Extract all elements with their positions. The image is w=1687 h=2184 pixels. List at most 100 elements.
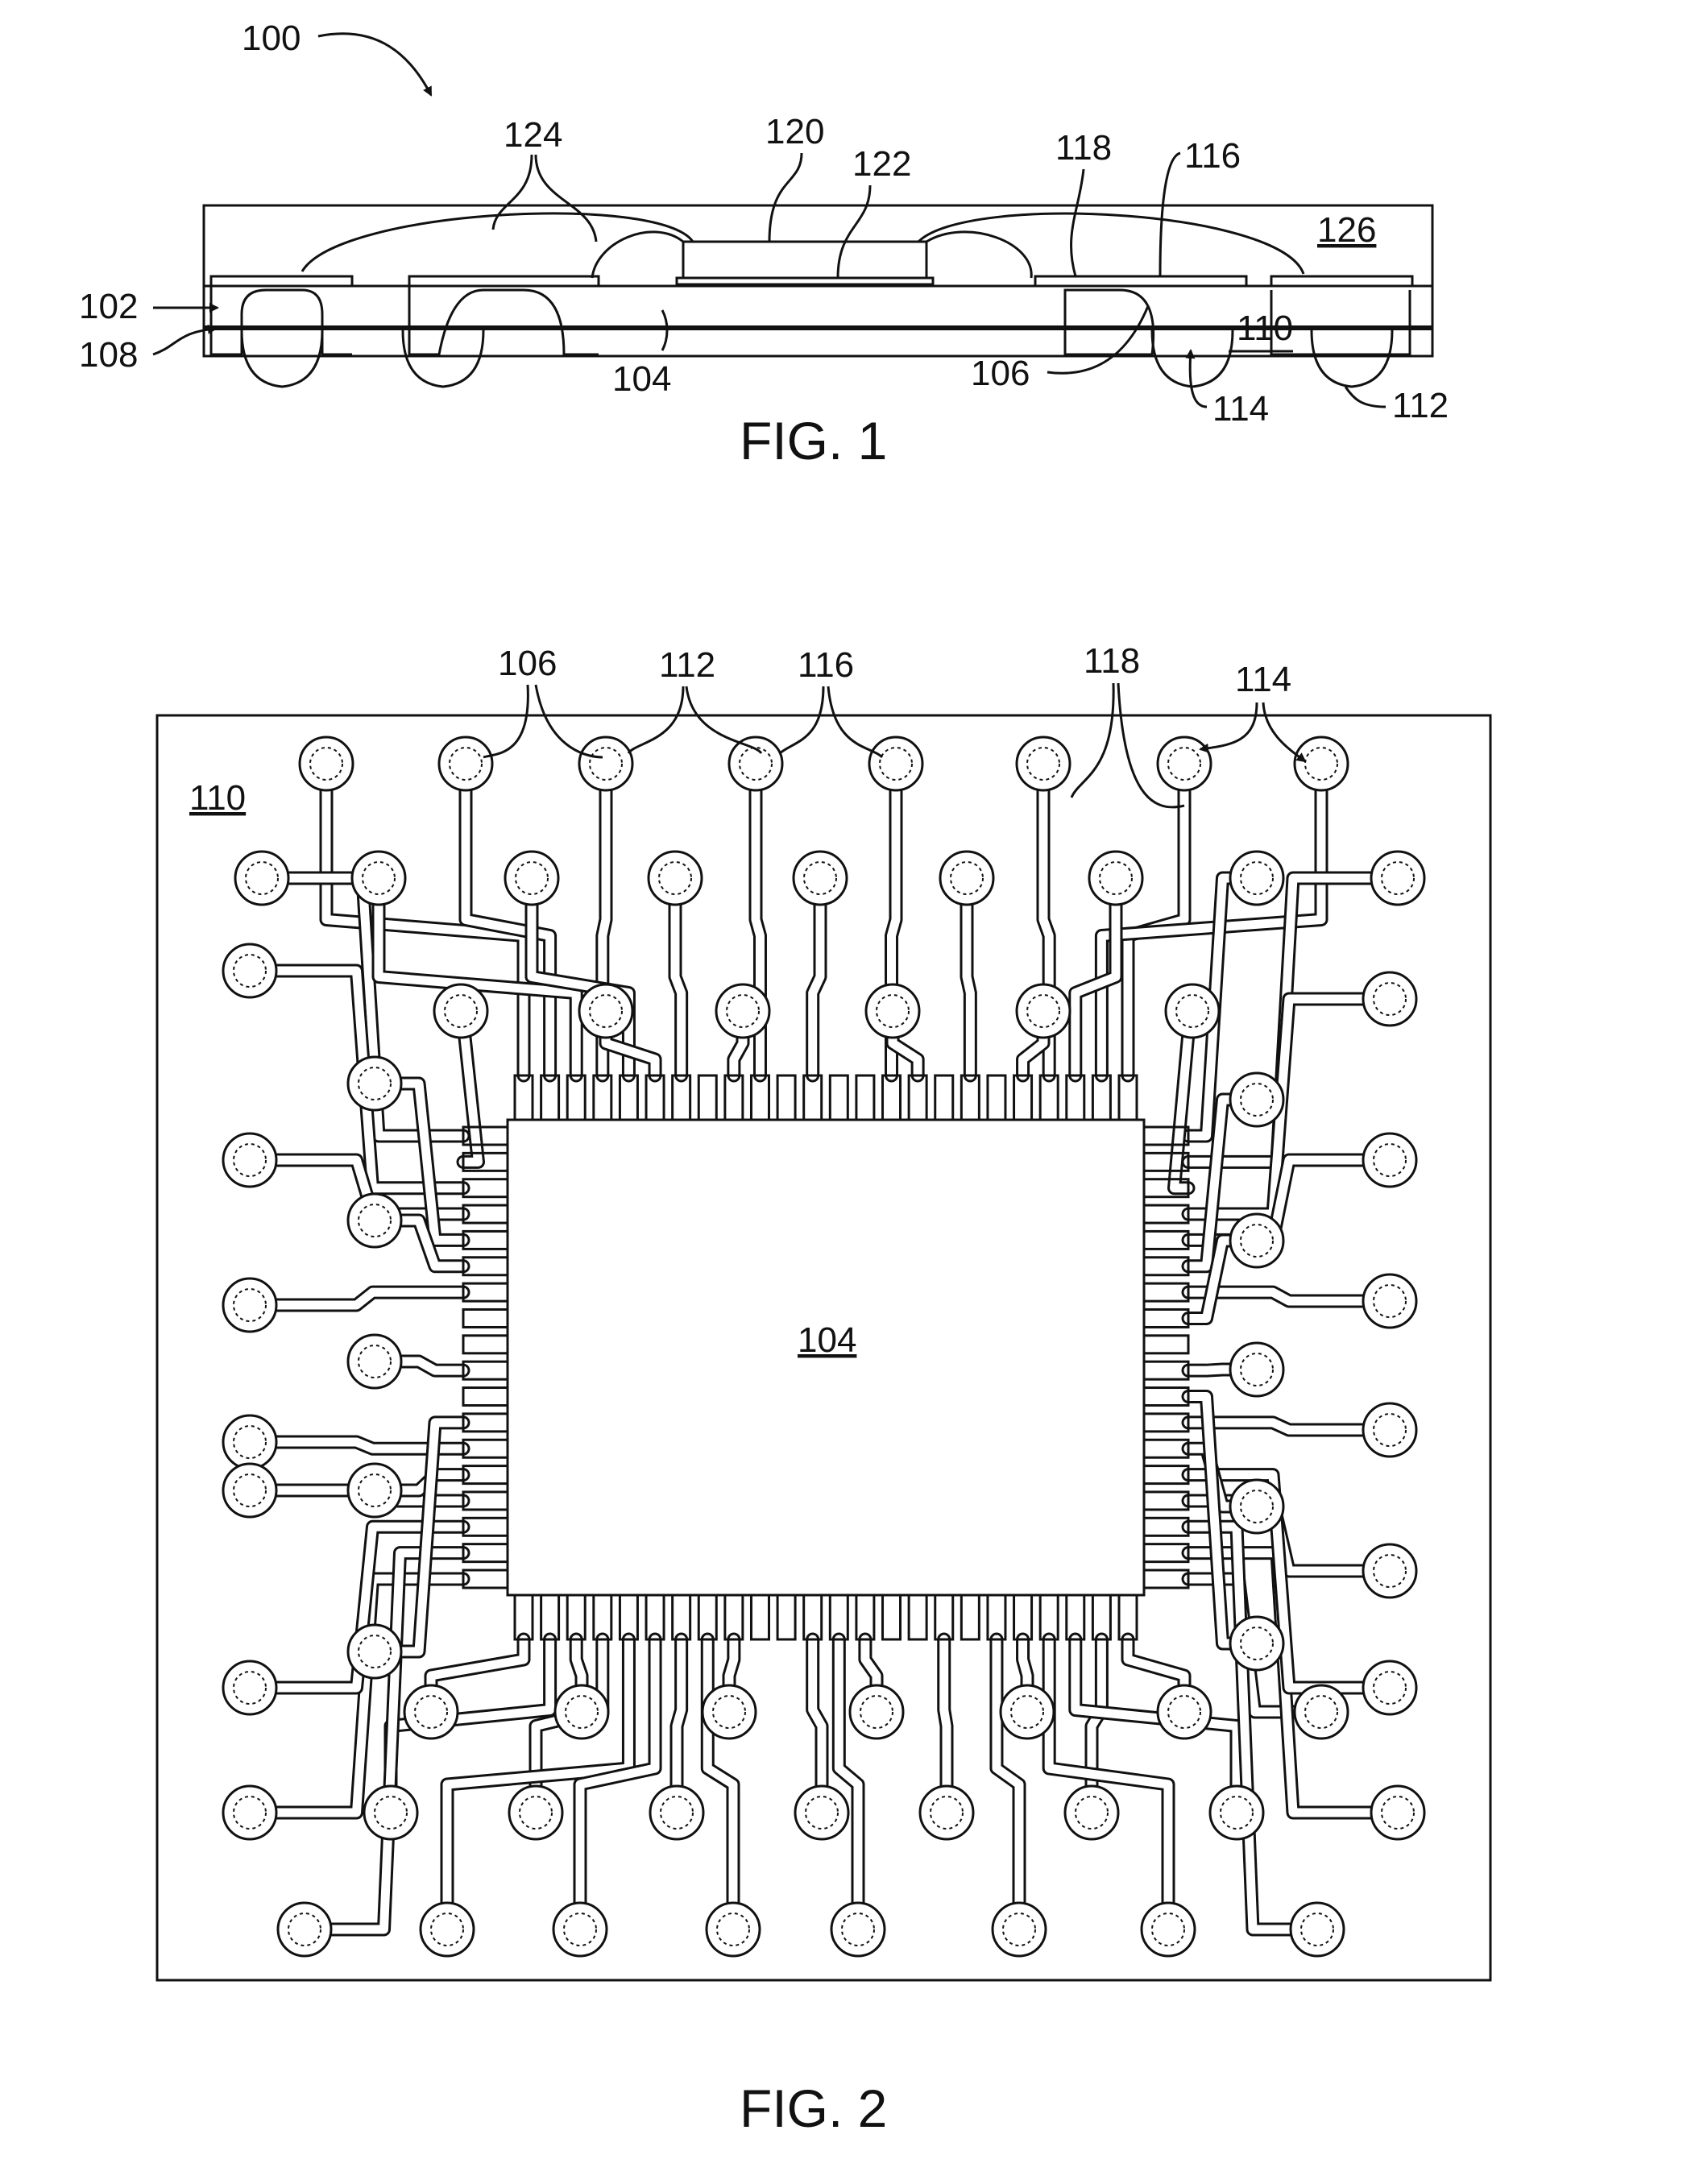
- lead-finger: [463, 1388, 508, 1406]
- pad-114: [223, 1278, 276, 1332]
- pad-114: [850, 1685, 903, 1738]
- lead-finger: [856, 1075, 874, 1120]
- lead-finger: [988, 1075, 1005, 1120]
- lead-finger: [777, 1075, 795, 1120]
- label-114-fig2: 114: [1235, 660, 1291, 699]
- lead-finger: [751, 1595, 769, 1639]
- pad-114: [1363, 1133, 1416, 1187]
- pad-114: [1210, 1786, 1263, 1839]
- lead-finger: [883, 1595, 901, 1639]
- label-126: 126: [1317, 210, 1376, 250]
- pad-114: [223, 1464, 276, 1517]
- pad-114: [505, 852, 558, 905]
- solder-balls-112: [242, 330, 1392, 387]
- pad-114: [348, 1335, 401, 1388]
- fig1-caption: FIG. 1: [740, 411, 887, 470]
- lead-finger: [463, 1309, 508, 1327]
- label-106-fig2: 106: [498, 644, 557, 683]
- pad-114: [348, 1625, 401, 1678]
- trace-118-fill: [967, 878, 970, 1075]
- label-108: 108: [79, 335, 138, 375]
- lead-finger: [830, 1075, 848, 1120]
- pad-114: [1363, 1661, 1416, 1714]
- pad-114: [223, 1415, 276, 1469]
- pad-114: [434, 984, 487, 1038]
- pad-114: [223, 1786, 276, 1839]
- lead-finger: [777, 1595, 795, 1639]
- label-110-fig1: 110: [1237, 309, 1293, 348]
- label-116-fig2: 116: [798, 645, 854, 685]
- pad-114: [707, 1903, 760, 1956]
- label-102: 102: [79, 287, 138, 326]
- pad-114: [278, 1903, 331, 1956]
- pad-114: [348, 1194, 401, 1247]
- pad-114: [1230, 1073, 1283, 1126]
- pad-114: [1001, 1685, 1054, 1738]
- pad-114: [1158, 737, 1211, 790]
- pad-114: [1158, 1685, 1211, 1738]
- pad-114: [703, 1685, 756, 1738]
- pad-114: [300, 737, 353, 790]
- pad-114: [421, 1903, 474, 1956]
- pad-114: [1230, 1343, 1283, 1396]
- pad-114: [650, 1786, 703, 1839]
- pad-114: [1017, 737, 1070, 790]
- pad-114: [223, 1661, 276, 1714]
- pad-114: [1295, 1685, 1348, 1738]
- lead-finger: [935, 1075, 953, 1120]
- bond-wire-124-right-outer: [918, 213, 1304, 274]
- label-124: 124: [504, 115, 562, 155]
- lead-finger: [1144, 1336, 1188, 1353]
- label-118: 118: [1055, 128, 1112, 168]
- pad-114: [795, 1786, 848, 1839]
- pad-114: [940, 852, 993, 905]
- label-104-fig2: 104: [798, 1320, 856, 1360]
- pad-114: [1291, 1903, 1344, 1956]
- bond-wire-124-left-inner: [592, 232, 683, 278]
- label-100: 100: [242, 19, 301, 58]
- label-122: 122: [852, 144, 911, 184]
- pad-114: [1230, 1214, 1283, 1267]
- fig2-caption: FIG. 2: [740, 2078, 887, 2138]
- pad-114: [348, 1464, 401, 1517]
- label-104-fig1: 104: [612, 359, 671, 399]
- pad-114: [1371, 1786, 1424, 1839]
- pad-114: [1166, 984, 1219, 1038]
- pad-114: [649, 852, 702, 905]
- pad-114: [223, 1133, 276, 1187]
- lead-finger: [463, 1336, 508, 1353]
- pad-114: [555, 1685, 608, 1738]
- pad-114: [509, 1786, 562, 1839]
- pad-114: [1371, 852, 1424, 905]
- pad-114: [1363, 1403, 1416, 1457]
- label-120: 120: [765, 112, 824, 151]
- pad-114: [1017, 984, 1070, 1038]
- pad-114: [1363, 972, 1416, 1026]
- label-114-fig1: 114: [1212, 389, 1269, 429]
- lead-plate-left-1: [211, 276, 352, 286]
- trace-118-fill: [375, 1423, 463, 1651]
- pad-114: [364, 1786, 417, 1839]
- pad-114: [920, 1786, 973, 1839]
- pad-114: [579, 737, 632, 790]
- pad-114: [869, 737, 922, 790]
- pad-114: [831, 1903, 885, 1956]
- label-112-fig2: 112: [659, 645, 715, 685]
- pad-114: [729, 737, 782, 790]
- lead-finger: [961, 1595, 979, 1639]
- figure-1-cross-section: 100 124 120 122 118 116 126 102 108 104 …: [79, 19, 1449, 470]
- pad-114: [1065, 1786, 1118, 1839]
- lead-plate-right-1: [1035, 276, 1246, 286]
- lead-finger: [698, 1075, 716, 1120]
- lead-plate-right-2: [1271, 276, 1412, 286]
- bond-wire-124-right-inner: [926, 232, 1031, 278]
- pad-114: [1230, 1480, 1283, 1533]
- trace-118-fill: [1049, 1639, 1168, 1929]
- pad-114: [1142, 1903, 1195, 1956]
- pad-114: [1089, 852, 1142, 905]
- pad-114: [1363, 1274, 1416, 1328]
- pad-114: [1230, 852, 1283, 905]
- die-120: [683, 242, 926, 278]
- pad-114: [1363, 1544, 1416, 1598]
